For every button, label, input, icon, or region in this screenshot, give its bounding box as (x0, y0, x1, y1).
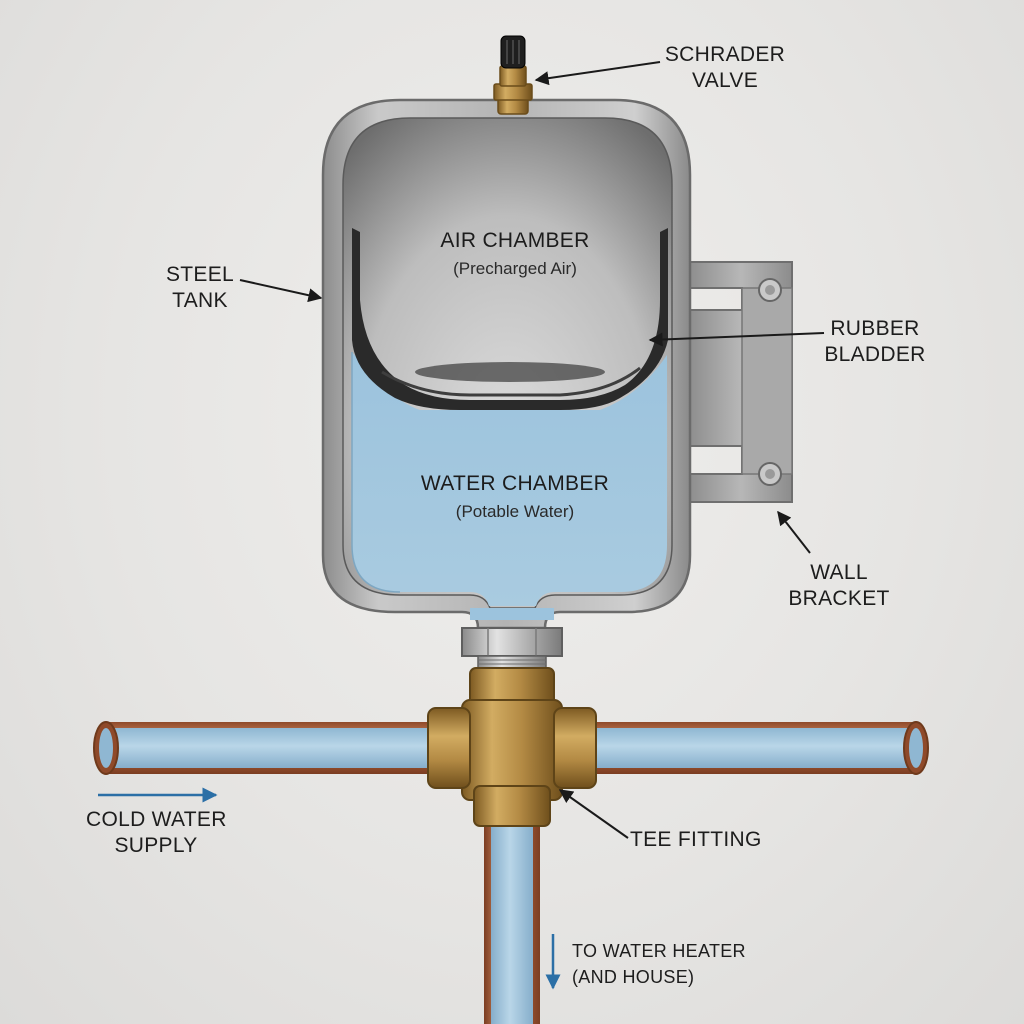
schrader-valve (493, 35, 533, 115)
tank-connector-nut (461, 608, 563, 669)
to-water-heater-label: TO WATER HEATER (AND HOUSE) (572, 941, 746, 987)
air-chamber-subtitle: (Precharged Air) (453, 259, 577, 278)
outlet-pipe-down (484, 820, 540, 1024)
wall-bracket-label: WALL BRACKET (788, 561, 890, 610)
supply-pipe-left (93, 721, 442, 775)
rubber-bladder-leader (648, 332, 825, 347)
tee-fitting-label: TEE FITTING (630, 828, 762, 851)
steel-tank-leader (239, 279, 323, 303)
supply-pipe-right (586, 721, 929, 775)
air-chamber-title: AIR CHAMBER (440, 229, 590, 252)
water-chamber (351, 352, 667, 606)
water-chamber-subtitle: (Potable Water) (455, 502, 575, 521)
schrader-valve-label: SCHRADER VALVE (664, 43, 786, 92)
tee-fitting-leader (558, 789, 629, 839)
cold-water-supply-label: COLD WATER SUPPLY (86, 808, 227, 857)
rubber-bladder (352, 228, 668, 410)
leader-lines (239, 61, 825, 839)
wall-bracket-leader (777, 510, 811, 554)
tee-fitting (427, 667, 597, 827)
wall-bracket (689, 261, 793, 503)
steel-tank-label: STEEL TANK (165, 263, 235, 312)
water-chamber-title: WATER CHAMBER (420, 472, 610, 495)
rubber-bladder-label: RUBBER BLADDER (824, 317, 926, 366)
schrader-valve-leader (534, 61, 661, 86)
